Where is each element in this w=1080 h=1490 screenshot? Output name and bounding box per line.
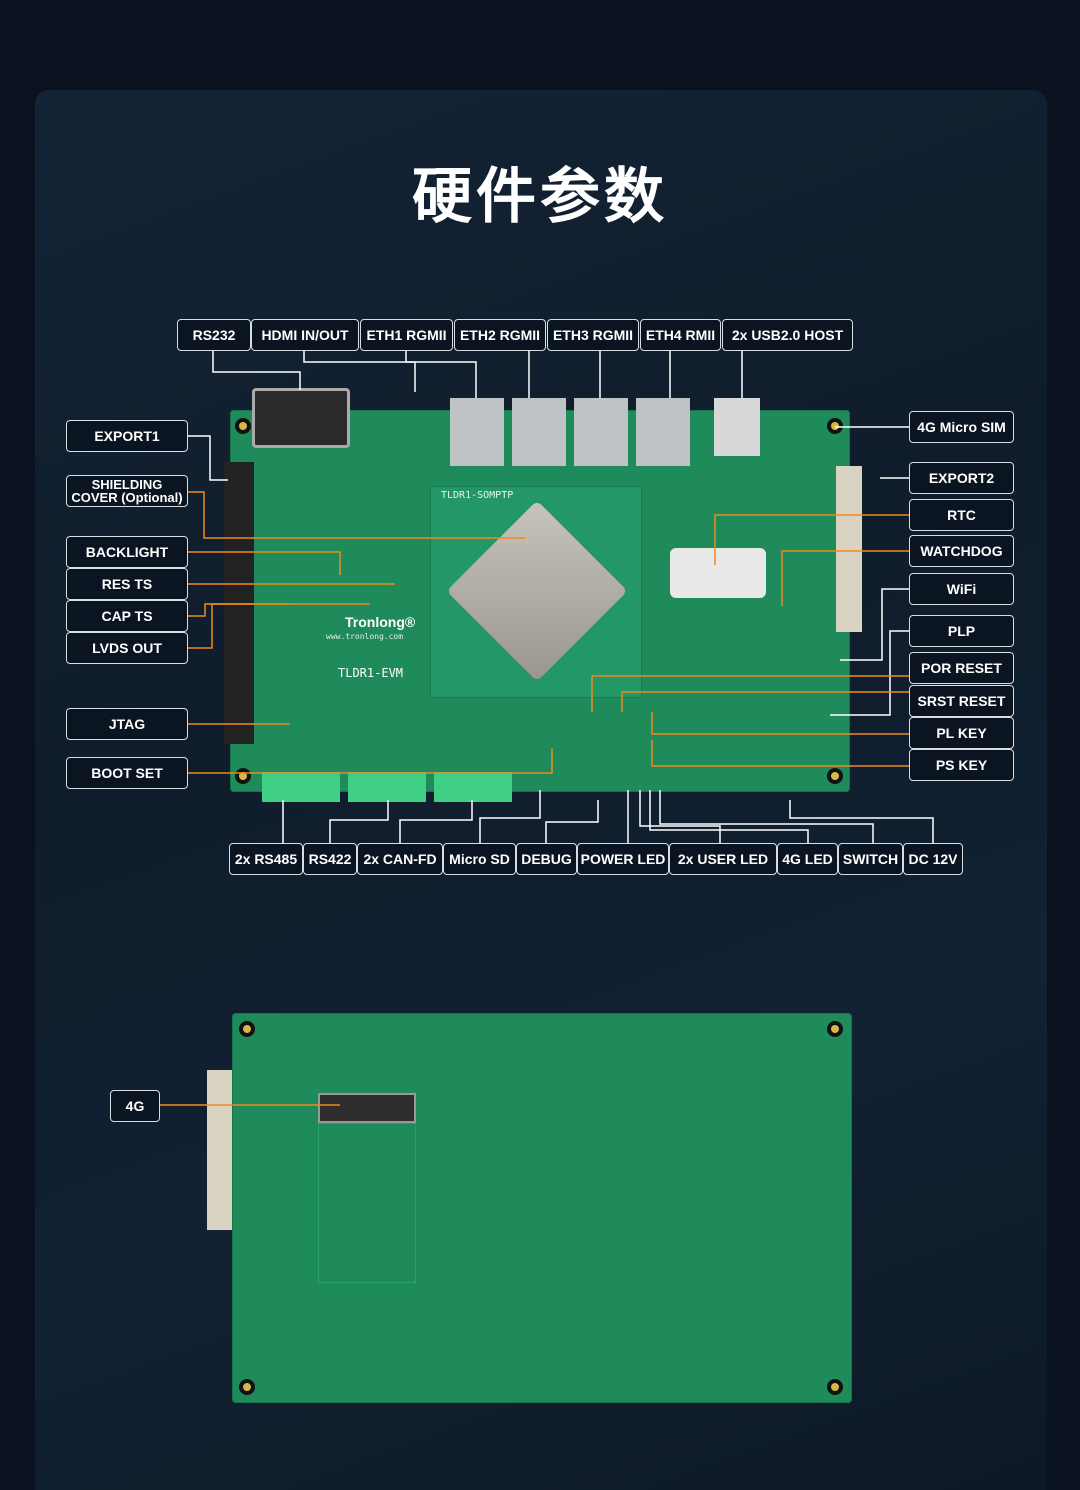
label-dc-12v: DC 12V: [903, 843, 963, 875]
mount-hole: [827, 1379, 843, 1395]
label-watchdog: WATCHDOG: [909, 535, 1014, 567]
mount-hole: [827, 1021, 843, 1037]
rtc-battery-holder: [670, 548, 766, 598]
label-boot-set: BOOT SET: [66, 757, 188, 789]
label-rtc: RTC: [909, 499, 1014, 531]
mount-hole: [239, 1021, 255, 1037]
export1-header: [224, 462, 254, 744]
label-eth3: ETH3 RGMII: [547, 319, 639, 351]
mount-hole: [239, 1379, 255, 1395]
label-export2: EXPORT2: [909, 462, 1014, 494]
page-title: 硬件参数: [412, 162, 668, 232]
ethernet-ports: [450, 398, 690, 466]
label-micro-sd: Micro SD: [443, 843, 516, 875]
brand-url: www.tronlong.com: [326, 632, 404, 641]
brand-logo: Tronlong®: [345, 614, 416, 630]
terminal-blocks: [262, 772, 512, 802]
label-jtag: JTAG: [66, 708, 188, 740]
label-eth4: ETH4 RMII: [640, 319, 721, 351]
4g-minipcie-slot: [318, 1093, 416, 1123]
minipcie-area: [318, 1123, 416, 1283]
usb-port: [714, 398, 760, 456]
som-module: TLDR1-SOMPTP: [430, 486, 642, 698]
label-4g: 4G: [110, 1090, 160, 1122]
label-switch: SWITCH: [838, 843, 903, 875]
label-res-ts: RES TS: [66, 568, 188, 600]
label-power-led: POWER LED: [577, 843, 669, 875]
label-rs232: RS232: [177, 319, 251, 351]
label-hdmi: HDMI IN/OUT: [251, 319, 359, 351]
label-rs422: RS422: [303, 843, 357, 875]
label-plp: PLP: [909, 615, 1014, 647]
label-4g-micro-sim: 4G Micro SIM: [909, 411, 1014, 443]
label-srst-reset: SRST RESET: [909, 685, 1014, 717]
label-cap-ts: CAP TS: [66, 600, 188, 632]
label-rs485: 2x RS485: [229, 843, 303, 875]
label-user-led: 2x USER LED: [669, 843, 777, 875]
mount-hole: [235, 418, 251, 434]
evm-label: TLDR1-EVM: [338, 666, 404, 680]
label-can-fd: 2x CAN-FD: [357, 843, 443, 875]
mount-hole: [827, 768, 843, 784]
mount-hole: [827, 418, 843, 434]
label-usb: 2x USB2.0 HOST: [722, 319, 853, 351]
mount-hole: [235, 768, 251, 784]
label-shielding-cover: SHIELDING COVER (Optional): [66, 475, 188, 507]
label-debug: DEBUG: [516, 843, 577, 875]
label-eth2: ETH2 RGMII: [454, 319, 546, 351]
export2-header: [836, 466, 862, 632]
front-board-image: TLDR1-SOMPTP Tronlong® www.tronlong.com …: [224, 388, 862, 802]
label-eth1: ETH1 RGMII: [360, 319, 453, 351]
som-label: TLDR1-SOMPTP: [441, 490, 514, 501]
label-ps-key: PS KEY: [909, 749, 1014, 781]
rs232-connector: [252, 388, 350, 448]
label-backlight: BACKLIGHT: [66, 536, 188, 568]
label-lvds-out: LVDS OUT: [66, 632, 188, 664]
label-por-reset: POR RESET: [909, 652, 1014, 684]
label-export1: EXPORT1: [66, 420, 188, 452]
back-board-image: [232, 1013, 852, 1403]
label-wifi: WiFi: [909, 573, 1014, 605]
label-pl-key: PL KEY: [909, 717, 1014, 749]
label-4g-led: 4G LED: [777, 843, 838, 875]
